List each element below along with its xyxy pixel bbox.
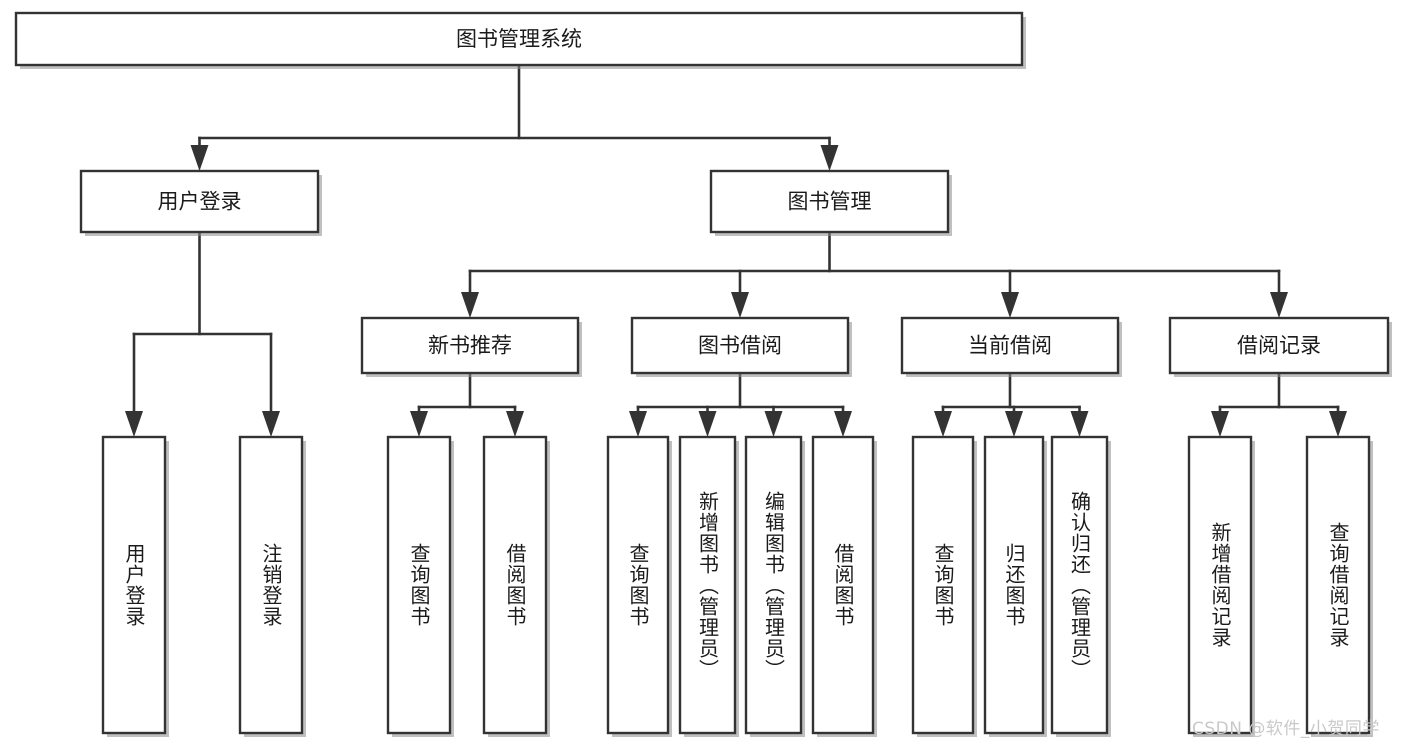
node-leaf-leaf-query-book-2[interactable] (606, 435, 670, 735)
connector-arrowhead (1211, 411, 1229, 437)
node-l3-borrow-record[interactable] (1168, 316, 1390, 375)
connector-arrowhead (125, 411, 143, 437)
node-leaf-leaf-edit-book[interactable] (744, 435, 803, 735)
connector-arrowhead (834, 411, 852, 437)
node-leaf-leaf-borrow-book-2[interactable] (811, 435, 875, 735)
node-leaf-leaf-query-book-3[interactable] (911, 435, 975, 735)
connector-arrowhead (629, 411, 647, 437)
node-root-label: 图书管理系统 (456, 27, 582, 51)
connector-arrowhead (190, 145, 209, 171)
connector-arrowhead (262, 411, 280, 437)
connector-arrowhead (1005, 411, 1023, 437)
node-l2-book-manage[interactable] (709, 169, 950, 234)
node-l2-label-book-manage: 图书管理 (788, 190, 872, 214)
node-leaf-leaf-query-book-1[interactable] (386, 435, 452, 735)
connector-arrowhead (1329, 411, 1347, 437)
connector-arrowhead (764, 411, 783, 437)
connector-arrowhead (1270, 292, 1288, 318)
connector-arrowhead (934, 411, 952, 437)
node-l3-new-book-recommend[interactable] (360, 316, 580, 375)
node-leaf-leaf-confirm-return[interactable] (1050, 435, 1109, 735)
connector-arrowhead (1070, 411, 1089, 437)
node-leaf-leaf-query-borrow-record[interactable] (1305, 435, 1371, 735)
node-l3-current-borrow[interactable] (900, 316, 1120, 375)
connector-arrowhead (506, 411, 524, 437)
node-root-root[interactable] (14, 11, 1024, 67)
node-leaf-leaf-add-book[interactable] (678, 435, 737, 735)
connector-arrowhead (731, 292, 749, 318)
connector-arrowhead (698, 411, 717, 437)
node-l3-book-borrow[interactable] (630, 316, 850, 375)
node-l3-label-borrow-record: 借阅记录 (1237, 334, 1321, 358)
node-l2-user-login[interactable] (79, 169, 320, 234)
node-leaf-leaf-return-book[interactable] (983, 435, 1045, 735)
node-leaf-leaf-borrow-book-1[interactable] (482, 435, 548, 735)
connector-arrowhead (1001, 292, 1019, 318)
watermark-text: CSDN @软件_小贺同学 (1192, 719, 1380, 739)
connector-arrowhead (410, 411, 428, 437)
connector-layer (125, 63, 1347, 437)
node-box-layer (14, 11, 1392, 737)
node-leaf-leaf-user-logout[interactable] (238, 435, 304, 735)
node-leaf-leaf-add-borrow-record[interactable] (1187, 435, 1253, 735)
node-l3-label-new-book-recommend: 新书推荐 (428, 334, 512, 358)
connector-arrowhead (461, 292, 479, 318)
node-l2-label-user-login: 用户登录 (158, 190, 242, 214)
node-l3-label-book-borrow: 图书借阅 (698, 334, 782, 358)
connector-arrowhead (820, 145, 839, 171)
node-l3-label-current-borrow: 当前借阅 (968, 334, 1052, 358)
node-leaf-leaf-user-login[interactable] (101, 435, 167, 735)
